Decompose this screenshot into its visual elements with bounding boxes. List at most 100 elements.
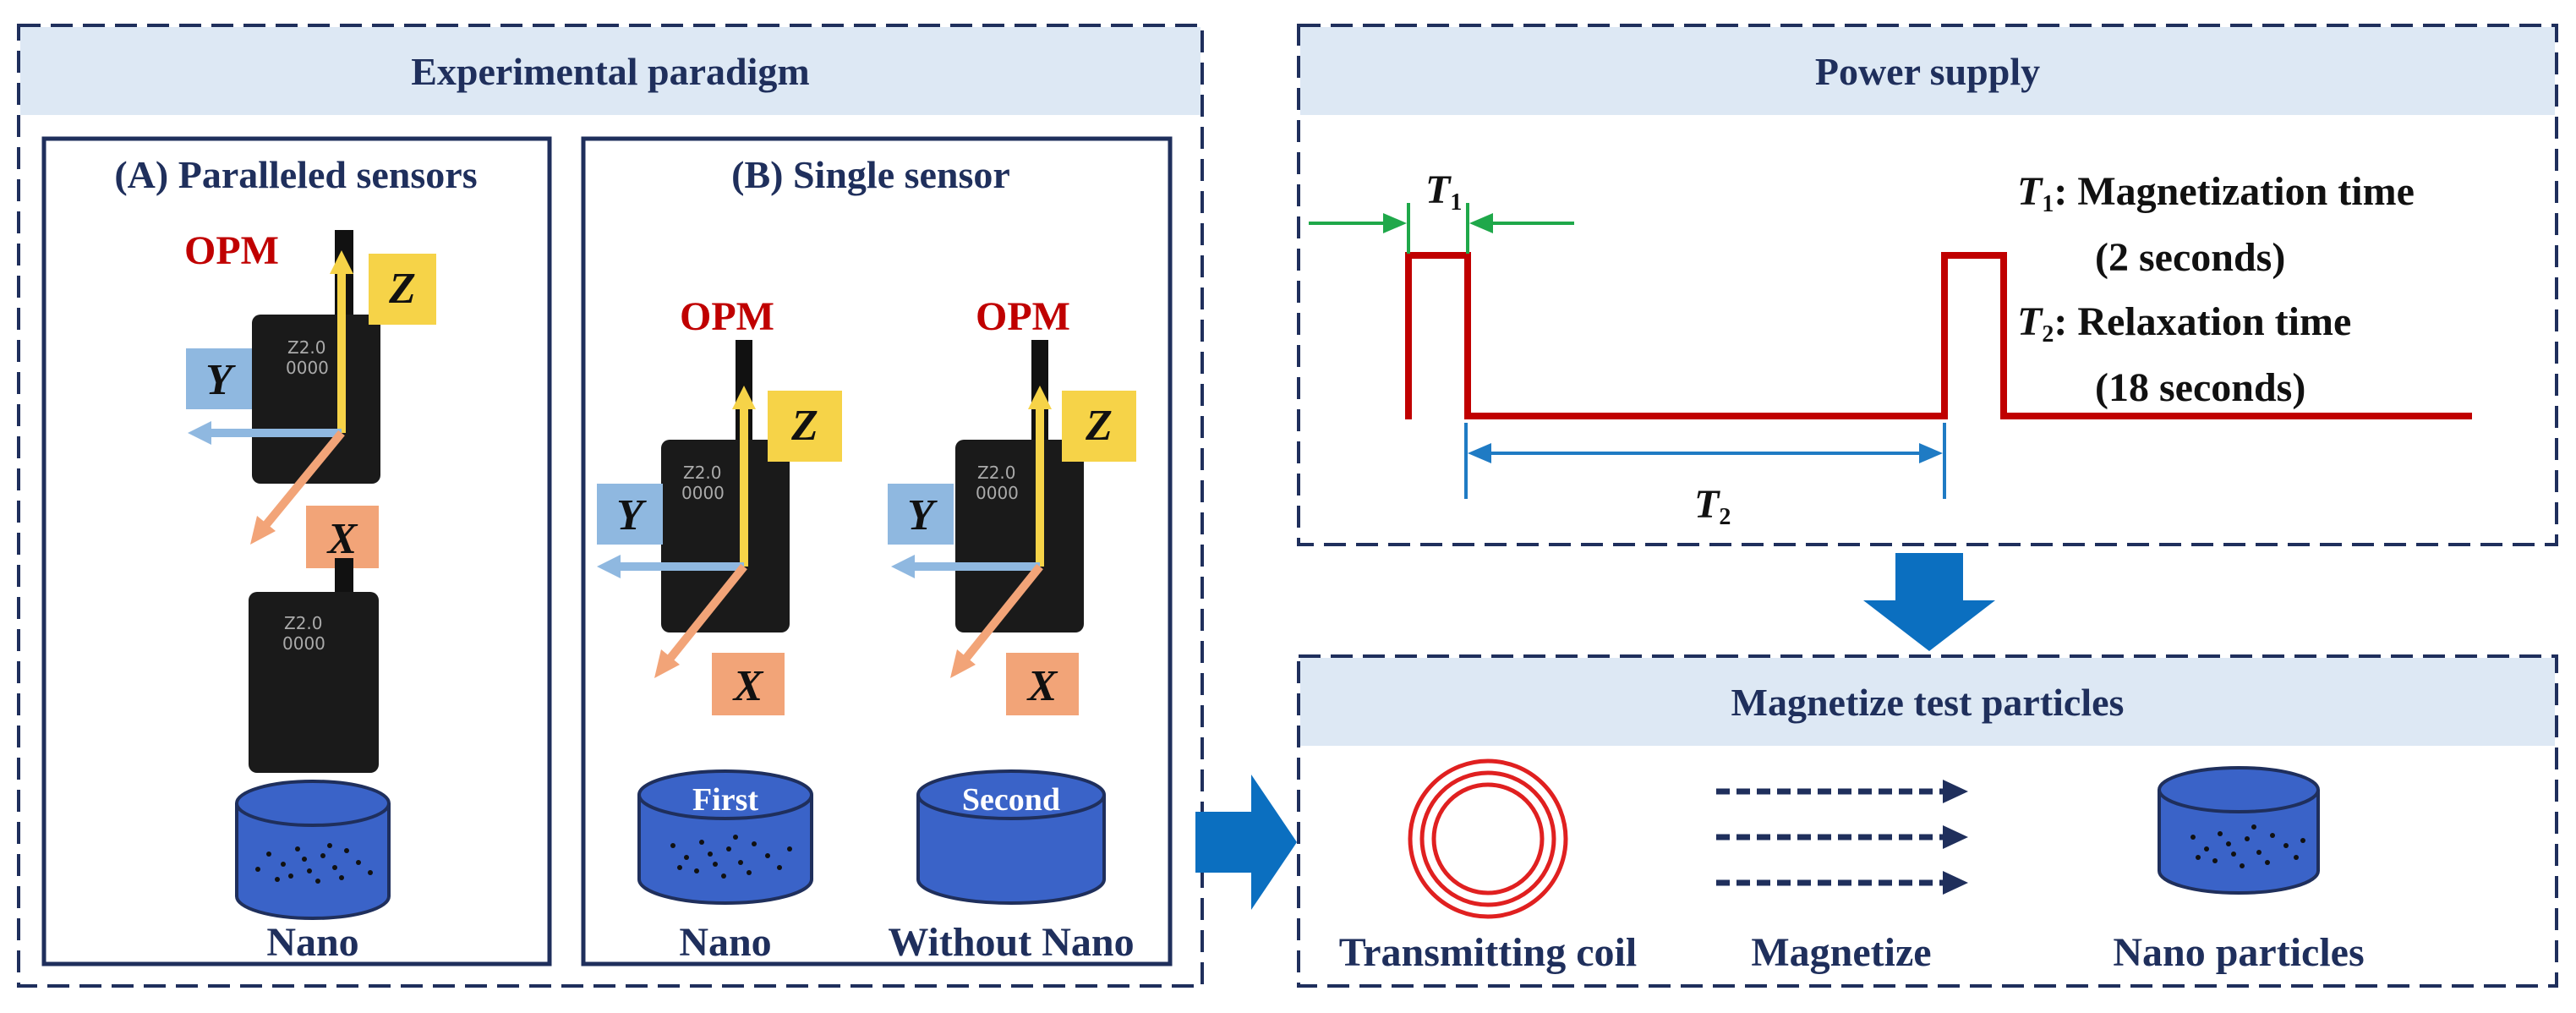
- magnetize-title: Magnetize test particles: [1731, 681, 2125, 724]
- panel-a-opm-label: OPM: [184, 228, 279, 273]
- opm-label-second: OPM: [976, 294, 1070, 339]
- t1-symbol-letter: T: [1425, 167, 1452, 212]
- magnetize-panel: Magnetize test particles Transmitting co…: [1297, 654, 2558, 988]
- nano-particles-container: [2158, 766, 2320, 895]
- container-label-second: Second: [962, 782, 1060, 818]
- x-axis-box-first: [712, 653, 785, 715]
- nano-container-a: [235, 780, 391, 920]
- power-supply-title: Power supply: [1815, 50, 2040, 93]
- panel-b: (B) Single sensor OPM Z2.0 0000 Z Y: [581, 136, 1173, 966]
- opm-label-first: OPM: [680, 294, 774, 339]
- x-axis-arrowhead-second: [950, 649, 976, 678]
- z-axis-arrowhead-second: [1028, 386, 1052, 409]
- t2-symbol-letter: T: [1694, 482, 1720, 527]
- magnetize-label: Magnetize: [1751, 930, 1931, 975]
- z-axis-label: Z: [388, 265, 416, 313]
- magnetize-dashed-frame: [1297, 654, 2558, 988]
- legend-t2-text: : Relaxation time: [2054, 299, 2351, 344]
- nano-container-first-top: [637, 769, 813, 820]
- z-axis-arrowhead-first: [732, 386, 756, 409]
- opm-sensor-bottom: [249, 592, 379, 773]
- caption-first: Nano: [679, 920, 771, 965]
- t2-arrowhead-left: [1468, 443, 1491, 463]
- sensor-label-bottom-2: 0000: [282, 633, 325, 654]
- x-axis-box-second: [1006, 653, 1079, 715]
- legend-t2-sym: T: [2017, 299, 2043, 344]
- panel-a: (A) Paralleled sensors OPM Z2.0 0000 Z Y…: [41, 136, 552, 966]
- panel-a-frame: [41, 136, 552, 966]
- y-axis-arrowhead: [188, 421, 211, 445]
- t2-symbol: T2: [1694, 482, 1731, 530]
- legend-t1-sub: 1: [2042, 191, 2054, 217]
- z-axis-box-first: [768, 391, 842, 462]
- container-second-top: [916, 769, 1106, 820]
- x-axis-arrowhead: [250, 516, 276, 545]
- magnetize-arrows: [1716, 780, 1968, 895]
- x-axis-arrow-second: [960, 563, 1043, 665]
- container-second: [916, 795, 1106, 905]
- power-supply-header-band: [1300, 27, 2555, 115]
- paradigm-dashed-frame: [17, 24, 1204, 988]
- panel-b-frame: [581, 136, 1173, 966]
- caption-second: Without Nano: [888, 920, 1134, 965]
- paradigm-header-band: [20, 27, 1200, 115]
- single-sensor-second: OPM Z2.0 0000 Z Y X Second: [888, 294, 1136, 965]
- panel-b-title: (B) Single sensor: [731, 153, 1010, 196]
- y-axis-box-second: [888, 484, 954, 545]
- legend-t2-line: T2: Relaxation time: [2017, 299, 2351, 348]
- y-axis-box-first: [597, 484, 663, 545]
- legend-t2-duration: (18 seconds): [2095, 365, 2305, 410]
- panel-a-title: (A) Paralleled sensors: [114, 153, 477, 196]
- pulse-waveform: [1405, 252, 2472, 419]
- power-supply-dashed-frame: [1297, 24, 2558, 546]
- t1-symbol: T1: [1425, 167, 1462, 216]
- transmitting-coil-icon: [1408, 758, 1568, 919]
- z-axis-label-first: Z: [790, 402, 818, 450]
- sensor-label-first-2: 0000: [681, 483, 725, 503]
- magnetize-arrowhead-3: [1943, 871, 1968, 895]
- experimental-paradigm-panel: Experimental paradigm (A) Paralleled sen…: [17, 24, 1204, 988]
- legend-t1-text: : Magnetization time: [2054, 169, 2415, 214]
- x-axis-label: X: [326, 515, 358, 563]
- panel-a-caption: Nano: [266, 920, 358, 965]
- y-axis-arrowhead-first: [597, 555, 621, 578]
- sensor-label-second-2: 0000: [976, 483, 1019, 503]
- t1-symbol-sub: 1: [1450, 189, 1462, 216]
- t1-arrowhead-right: [1469, 213, 1493, 233]
- nano-particles-first: [670, 835, 792, 879]
- x-axis-label-second: X: [1026, 662, 1058, 710]
- x-axis-arrow-first: [665, 563, 747, 665]
- legend-t1-line: T1: Magnetization time: [2017, 169, 2415, 217]
- y-axis-label-second: Y: [907, 491, 938, 539]
- magnetize-header-band: [1300, 658, 2555, 746]
- x-axis-arrowhead-first: [654, 649, 680, 678]
- flow-arrow-down: [1863, 553, 1995, 651]
- paradigm-title: Experimental paradigm: [411, 50, 809, 93]
- magnetize-arrowhead-2: [1943, 825, 1968, 849]
- legend-t1-duration: (2 seconds): [2095, 235, 2285, 280]
- coil-label: Transmitting coil: [1339, 930, 1637, 975]
- x-axis-label-box: [306, 506, 379, 568]
- sensor-label-top-2: 0000: [286, 358, 329, 378]
- t2-arrowhead-right: [1919, 443, 1943, 463]
- sensor-label-bottom: Z2.0: [284, 613, 323, 633]
- x-axis-arrow: [260, 430, 345, 531]
- sensor-label-first: Z2.0: [683, 463, 722, 483]
- t2-symbol-sub: 2: [1719, 504, 1731, 530]
- z-axis-label-box: [369, 254, 436, 325]
- sensor-label-second: Z2.0: [977, 463, 1016, 483]
- z-axis-arrowhead: [330, 250, 353, 274]
- y-axis-label-box: [186, 348, 252, 409]
- y-axis-arrowhead-second: [891, 555, 915, 578]
- flow-arrow-right: [1195, 775, 1297, 910]
- z-axis-label-second: Z: [1085, 402, 1113, 450]
- opm-sensor-top: [252, 315, 380, 484]
- opm-sensor-second: [955, 440, 1084, 632]
- x-axis-label-first: X: [732, 662, 764, 710]
- nano-container-first: [637, 795, 813, 905]
- y-axis-label-first: Y: [616, 491, 647, 539]
- y-axis-label: Y: [205, 356, 236, 404]
- legend-t1-sym: T: [2017, 169, 2043, 214]
- single-sensor-first: OPM Z2.0 0000 Z Y X First: [597, 294, 842, 965]
